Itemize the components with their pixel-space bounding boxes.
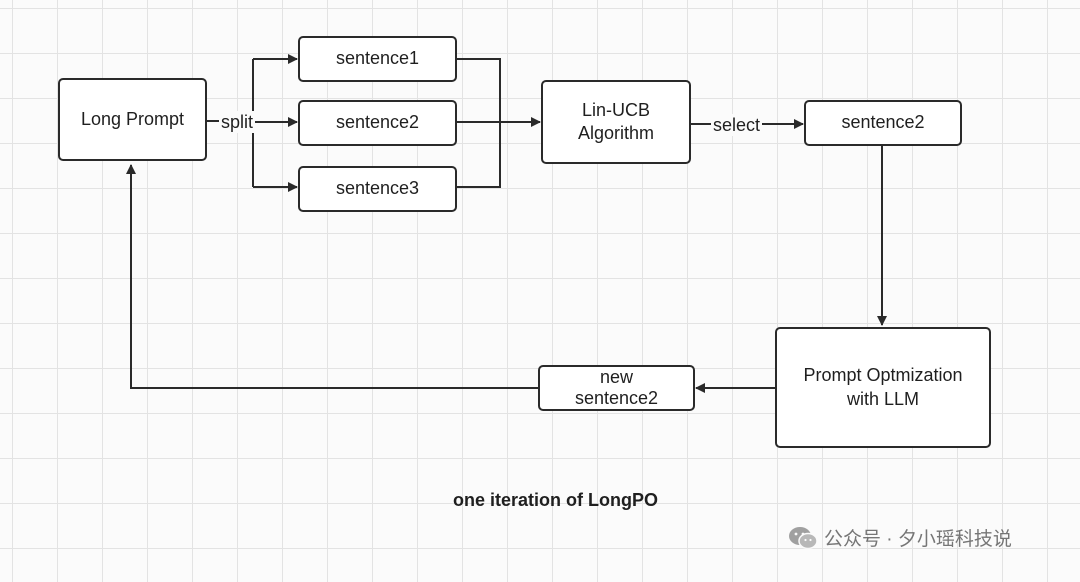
sentence1-node: sentence1 [298, 36, 457, 82]
select-label: select [711, 114, 763, 136]
watermark-text: 公众号 · 夕小瑶科技说 [824, 529, 1012, 550]
sentence3-node: sentence3 [298, 166, 457, 212]
long-prompt-node: Long Prompt [58, 78, 207, 161]
watermark: 公众号 · 夕小瑶科技说 [788, 524, 1012, 551]
split-label: split [219, 111, 256, 133]
wechat-icon [788, 525, 818, 551]
diagram-caption: one iteration of LongPO [453, 490, 658, 510]
sentence2-node: sentence2 [298, 100, 457, 146]
lin-ucb-algorithm-node: Lin-UCB Algorithm [541, 80, 691, 164]
selected-sentence-node: sentence2 [804, 100, 962, 146]
new-sentence-node: new sentence2 [538, 365, 695, 411]
prompt-optimization-node: Prompt Optmization with LLM [775, 327, 991, 448]
arrow-back-to-long-prompt [126, 164, 538, 389]
